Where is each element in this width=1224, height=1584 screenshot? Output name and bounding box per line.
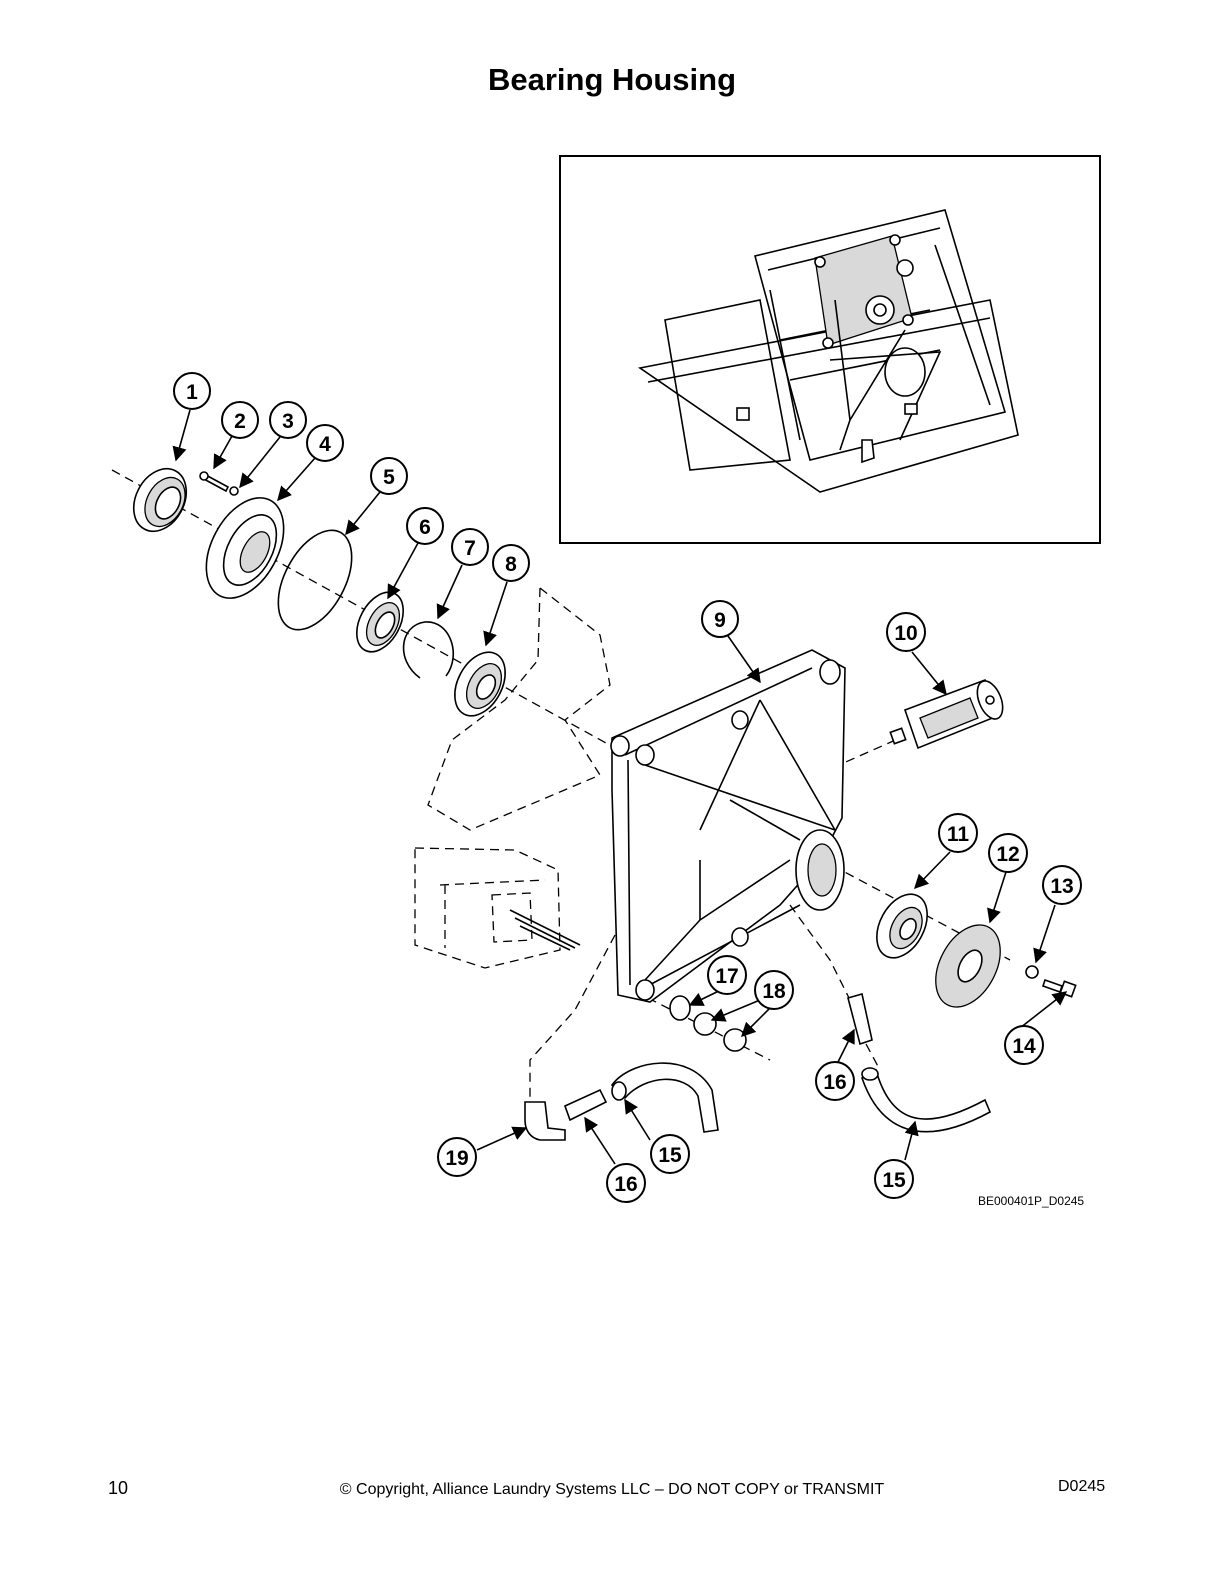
svg-text:12: 12 — [996, 843, 1019, 866]
part-15-hose-left — [610, 1062, 719, 1133]
callout-15-right: 15 — [874, 1159, 914, 1199]
part-8-roller-bearing — [454, 651, 506, 717]
svg-text:15: 15 — [882, 1169, 906, 1192]
part-11-seal — [876, 893, 928, 959]
part-10-grease-cartridge — [889, 678, 1004, 750]
svg-text:6: 6 — [419, 516, 431, 539]
callout-19: 19 — [437, 1137, 477, 1177]
part-6-bearing — [356, 591, 404, 653]
svg-text:19: 19 — [445, 1147, 468, 1170]
part-17-washer — [669, 995, 691, 1021]
part-5-o-ring — [277, 529, 353, 631]
figure-code: BE000401P_D0245 — [978, 1194, 1085, 1208]
part-12-cover-plate — [935, 924, 1001, 1008]
callout-9: 9 — [701, 600, 739, 638]
svg-text:15: 15 — [658, 1144, 682, 1167]
callout-11: 11 — [938, 813, 978, 853]
callout-15: 15 — [650, 1134, 690, 1174]
part-15-hose-right — [861, 1067, 992, 1133]
callout-16-left: 16 — [606, 1163, 646, 1203]
part-19-elbow — [524, 1101, 566, 1141]
part-14-bolt — [1041, 978, 1077, 998]
svg-text:16: 16 — [823, 1071, 846, 1094]
svg-text:11: 11 — [947, 823, 970, 846]
callout-8: 8 — [492, 544, 530, 582]
part-16-hose-barb-right — [847, 992, 873, 1046]
part-18-nut-2 — [723, 1028, 747, 1052]
svg-text:10: 10 — [894, 622, 917, 645]
part-16-hose-barb-left — [563, 1088, 608, 1122]
svg-text:9: 9 — [714, 609, 726, 632]
part-1-seal — [132, 467, 188, 533]
svg-text:18: 18 — [762, 980, 786, 1003]
part-18-nut — [693, 1012, 717, 1036]
callout-14: 14 — [1004, 1025, 1044, 1065]
callout-3: 3 — [269, 401, 307, 439]
svg-text:5: 5 — [383, 466, 395, 489]
svg-text:8: 8 — [505, 553, 517, 576]
callout-18: 18 — [754, 970, 794, 1010]
svg-text:1: 1 — [186, 381, 198, 404]
svg-text:16: 16 — [614, 1173, 637, 1196]
center-axis-line — [111, 469, 701, 796]
svg-text:14: 14 — [1012, 1035, 1036, 1058]
callout-7: 7 — [451, 528, 489, 566]
callout-2: 2 — [221, 401, 259, 439]
callout-12: 12 — [988, 833, 1028, 873]
footer-copyright: © Copyright, Alliance Laundry Systems LL… — [339, 1481, 885, 1498]
callout-5: 5 — [370, 457, 408, 495]
callout-4: 4 — [306, 424, 344, 462]
svg-text:7: 7 — [464, 537, 476, 560]
callout-10: 10 — [886, 612, 926, 652]
svg-text:13: 13 — [1050, 875, 1073, 898]
part-13-lock-washer — [1025, 965, 1039, 979]
callout-17: 17 — [707, 955, 747, 995]
callout-13: 13 — [1042, 865, 1082, 905]
page-title: Bearing Housing — [487, 62, 736, 97]
callout-6: 6 — [406, 507, 444, 545]
part-2-screw — [199, 471, 230, 493]
callout-16: 16 — [815, 1061, 855, 1101]
callout-1: 1 — [173, 372, 211, 410]
part-7-snap-ring — [402, 621, 455, 679]
footer-page-number: 10 — [108, 1478, 129, 1498]
part-9-bearing-housing — [610, 649, 846, 1003]
part-4-bearing-cap — [205, 497, 285, 599]
footer-doc-code: D0245 — [1058, 1478, 1106, 1495]
svg-text:4: 4 — [319, 433, 331, 456]
part-3-washer — [229, 486, 239, 496]
svg-text:2: 2 — [234, 410, 246, 433]
svg-text:17: 17 — [715, 965, 738, 988]
inset-frame-view — [559, 155, 1101, 544]
ghost-outline — [427, 586, 611, 831]
svg-text:3: 3 — [282, 410, 294, 433]
